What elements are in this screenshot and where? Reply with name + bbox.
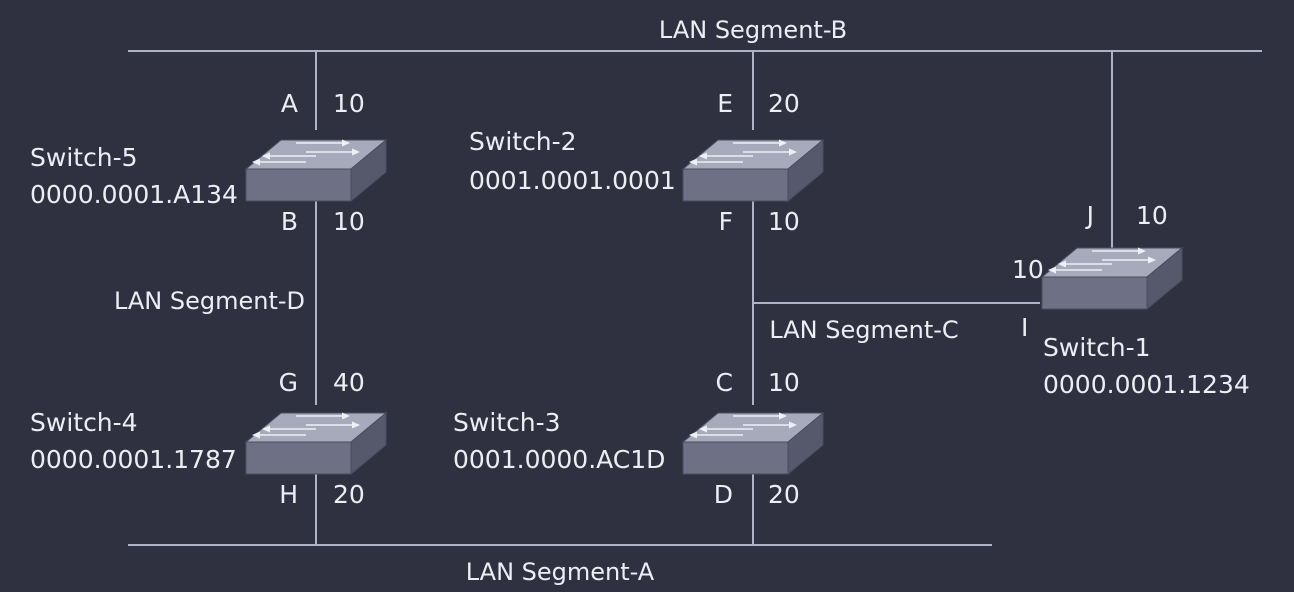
port-i-cost: 10 (1012, 255, 1044, 284)
port-d-letter: D (714, 480, 733, 509)
switch-3-name: Switch-3 (453, 408, 561, 437)
port-f-letter: F (719, 207, 733, 236)
port-c-cost: 10 (768, 368, 800, 397)
lan-segment-b-label: LAN Segment-B (659, 16, 847, 44)
switch-1-name: Switch-1 (1043, 333, 1151, 362)
port-a-cost: 10 (333, 89, 365, 118)
port-f-cost: 10 (768, 207, 800, 236)
port-j-cost: 10 (1136, 201, 1168, 230)
port-d-cost: 20 (768, 480, 800, 509)
port-c-letter: C (716, 368, 733, 397)
switch-4-address: 0000.0001.1787 (30, 445, 237, 474)
port-h-cost: 20 (333, 480, 365, 509)
port-g-cost: 40 (333, 368, 365, 397)
switch-3-icon (682, 411, 824, 475)
switch-2-icon (682, 138, 824, 202)
lan-segment-a-label: LAN Segment-A (466, 558, 655, 586)
switch-1-address: 0000.0001.1234 (1043, 370, 1250, 399)
port-b-letter: B (281, 207, 298, 236)
switch-2-name: Switch-2 (469, 127, 577, 156)
lan-segment-d-label: LAN Segment-D (114, 287, 305, 315)
port-h-letter: H (279, 480, 298, 509)
port-i-letter: I (1021, 313, 1028, 342)
switch-3-address: 0001.0000.AC1D (453, 445, 665, 474)
switch-4-name: Switch-4 (30, 408, 138, 437)
switch-4-icon (245, 411, 387, 475)
port-g-letter: G (279, 368, 298, 397)
port-a-letter: A (281, 89, 298, 118)
port-b-cost: 10 (333, 207, 365, 236)
switch-5-icon (245, 138, 387, 202)
switch-5-address: 0000.0001.A134 (30, 180, 238, 209)
port-e-cost: 20 (768, 89, 800, 118)
port-e-letter: E (717, 89, 733, 118)
switch-5-name: Switch-5 (30, 143, 138, 172)
port-j-letter: J (1085, 201, 1094, 230)
lan-segment-c-label: LAN Segment-C (769, 316, 958, 344)
switch-1-icon (1041, 246, 1183, 310)
switch-2-address: 0001.0001.0001 (469, 166, 676, 195)
